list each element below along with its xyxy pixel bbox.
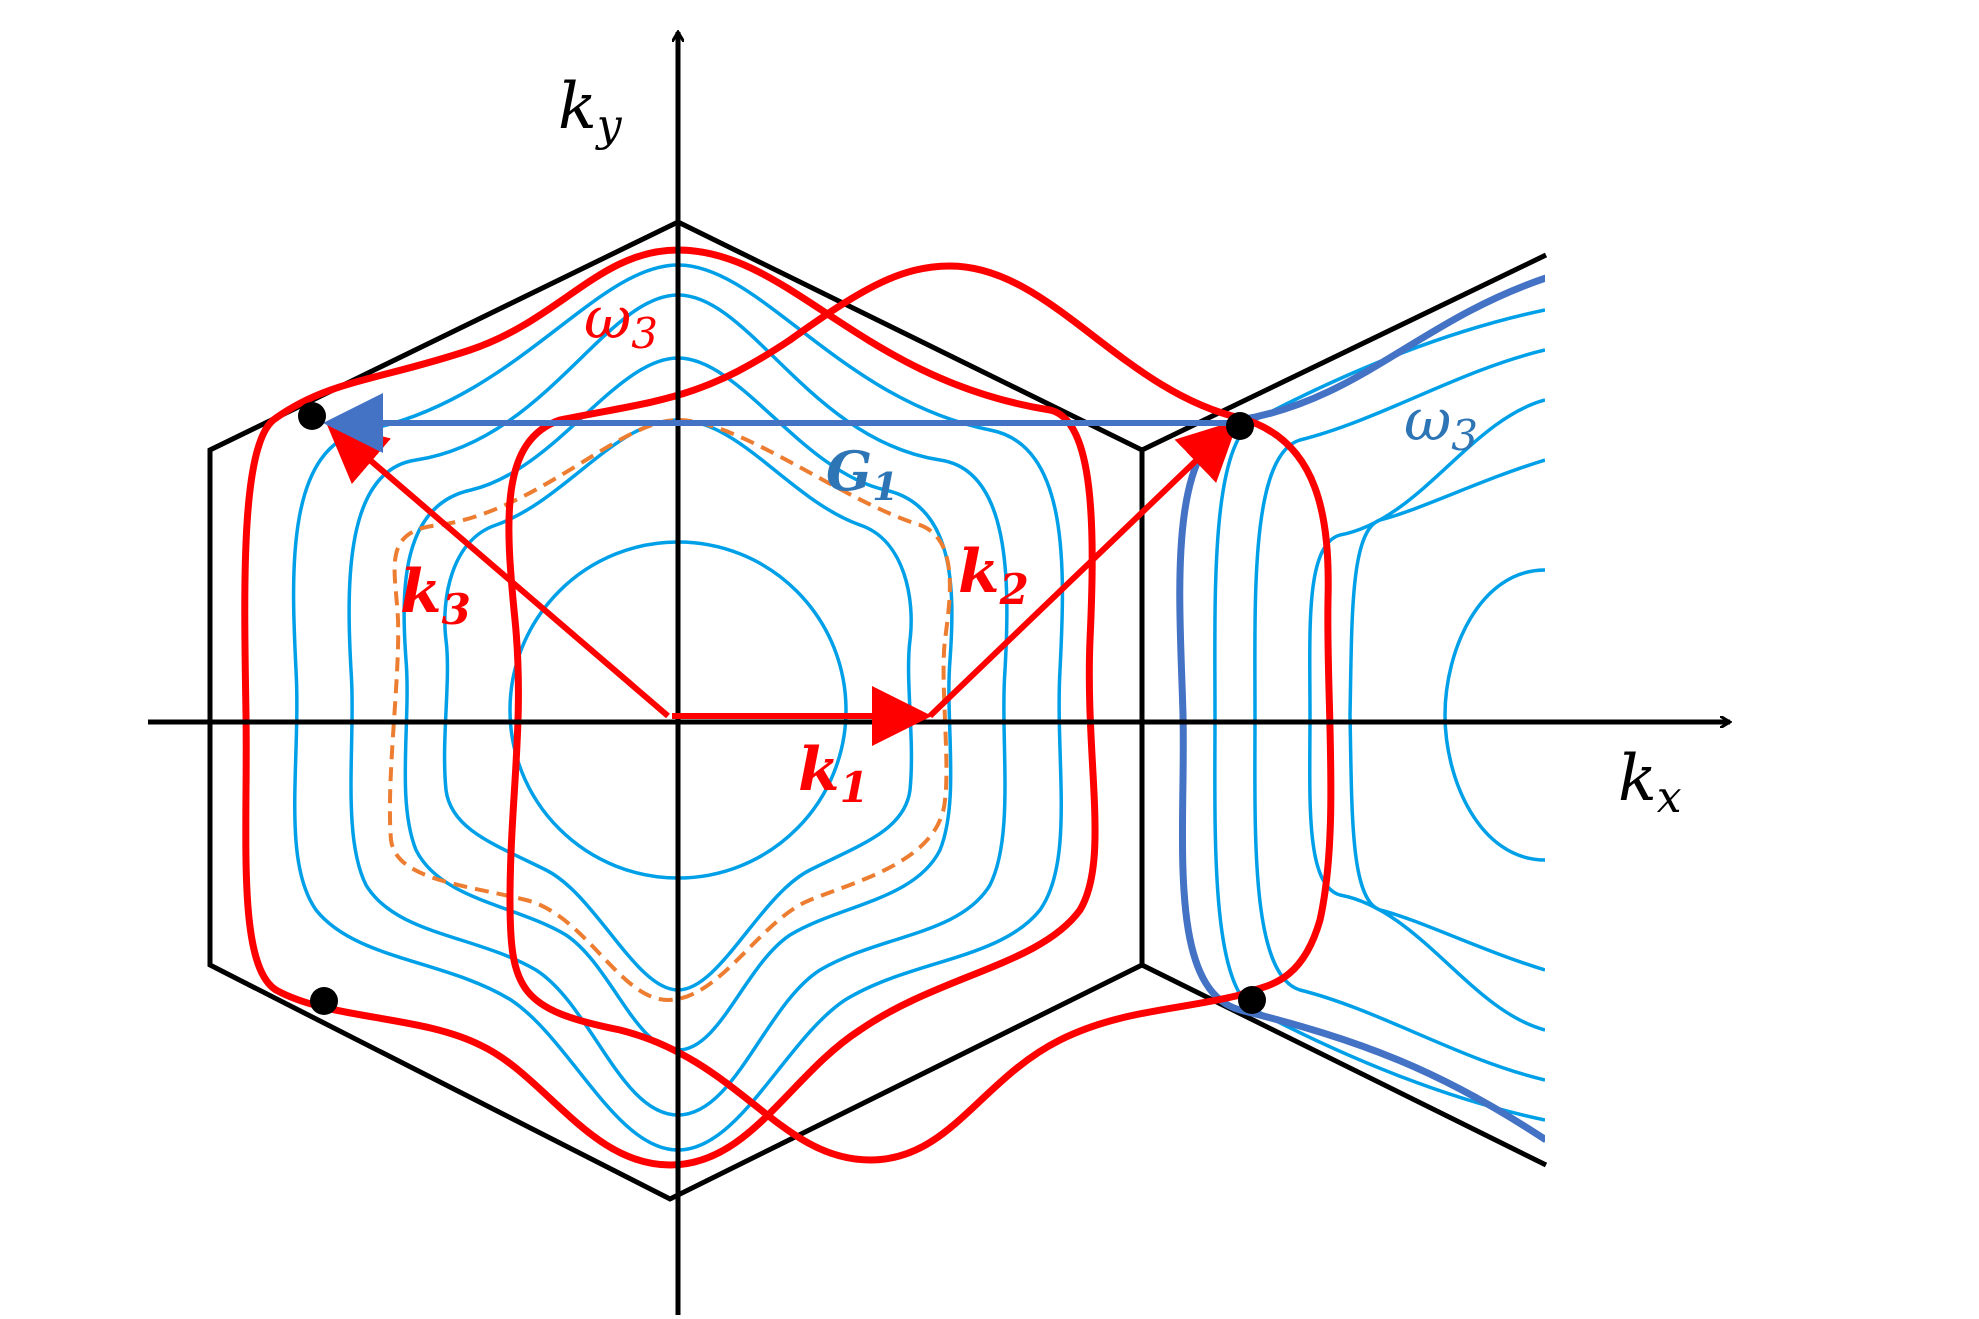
k3-vector <box>325 422 670 719</box>
neighbor-brillouin-zone-edges <box>1140 252 1548 1168</box>
point-upper-left <box>298 402 326 430</box>
right-contour-4 <box>1253 348 1545 1082</box>
intersection-points <box>298 402 1266 1015</box>
right-contour-2 <box>1348 458 1545 972</box>
point-lower-left <box>310 987 338 1015</box>
red-omega3-label: ω3 <box>584 284 658 358</box>
blue-omega3-contour <box>1176 274 1545 1143</box>
point-lower-right <box>1238 986 1266 1014</box>
orange-dashed-contour <box>387 417 952 1003</box>
right-contour-1 <box>1443 568 1545 862</box>
right-zone-iso-frequency-contours <box>1213 308 1545 1122</box>
k3-label: k3 <box>400 557 471 634</box>
k2-vector <box>927 419 1239 719</box>
right-contour-5 <box>1213 308 1545 1122</box>
ky-label: ky <box>558 70 623 151</box>
k1-label: k1 <box>798 735 869 812</box>
g1-label: G1 <box>826 439 899 509</box>
blue-omega3-label: ω3 <box>1404 386 1478 460</box>
red-omega3-contour-central <box>241 246 1099 1169</box>
right-contour-3 <box>1308 398 1545 1032</box>
kx-label: kx <box>1618 742 1682 823</box>
k2-label: k2 <box>958 537 1029 614</box>
point-upper-right <box>1226 412 1254 440</box>
